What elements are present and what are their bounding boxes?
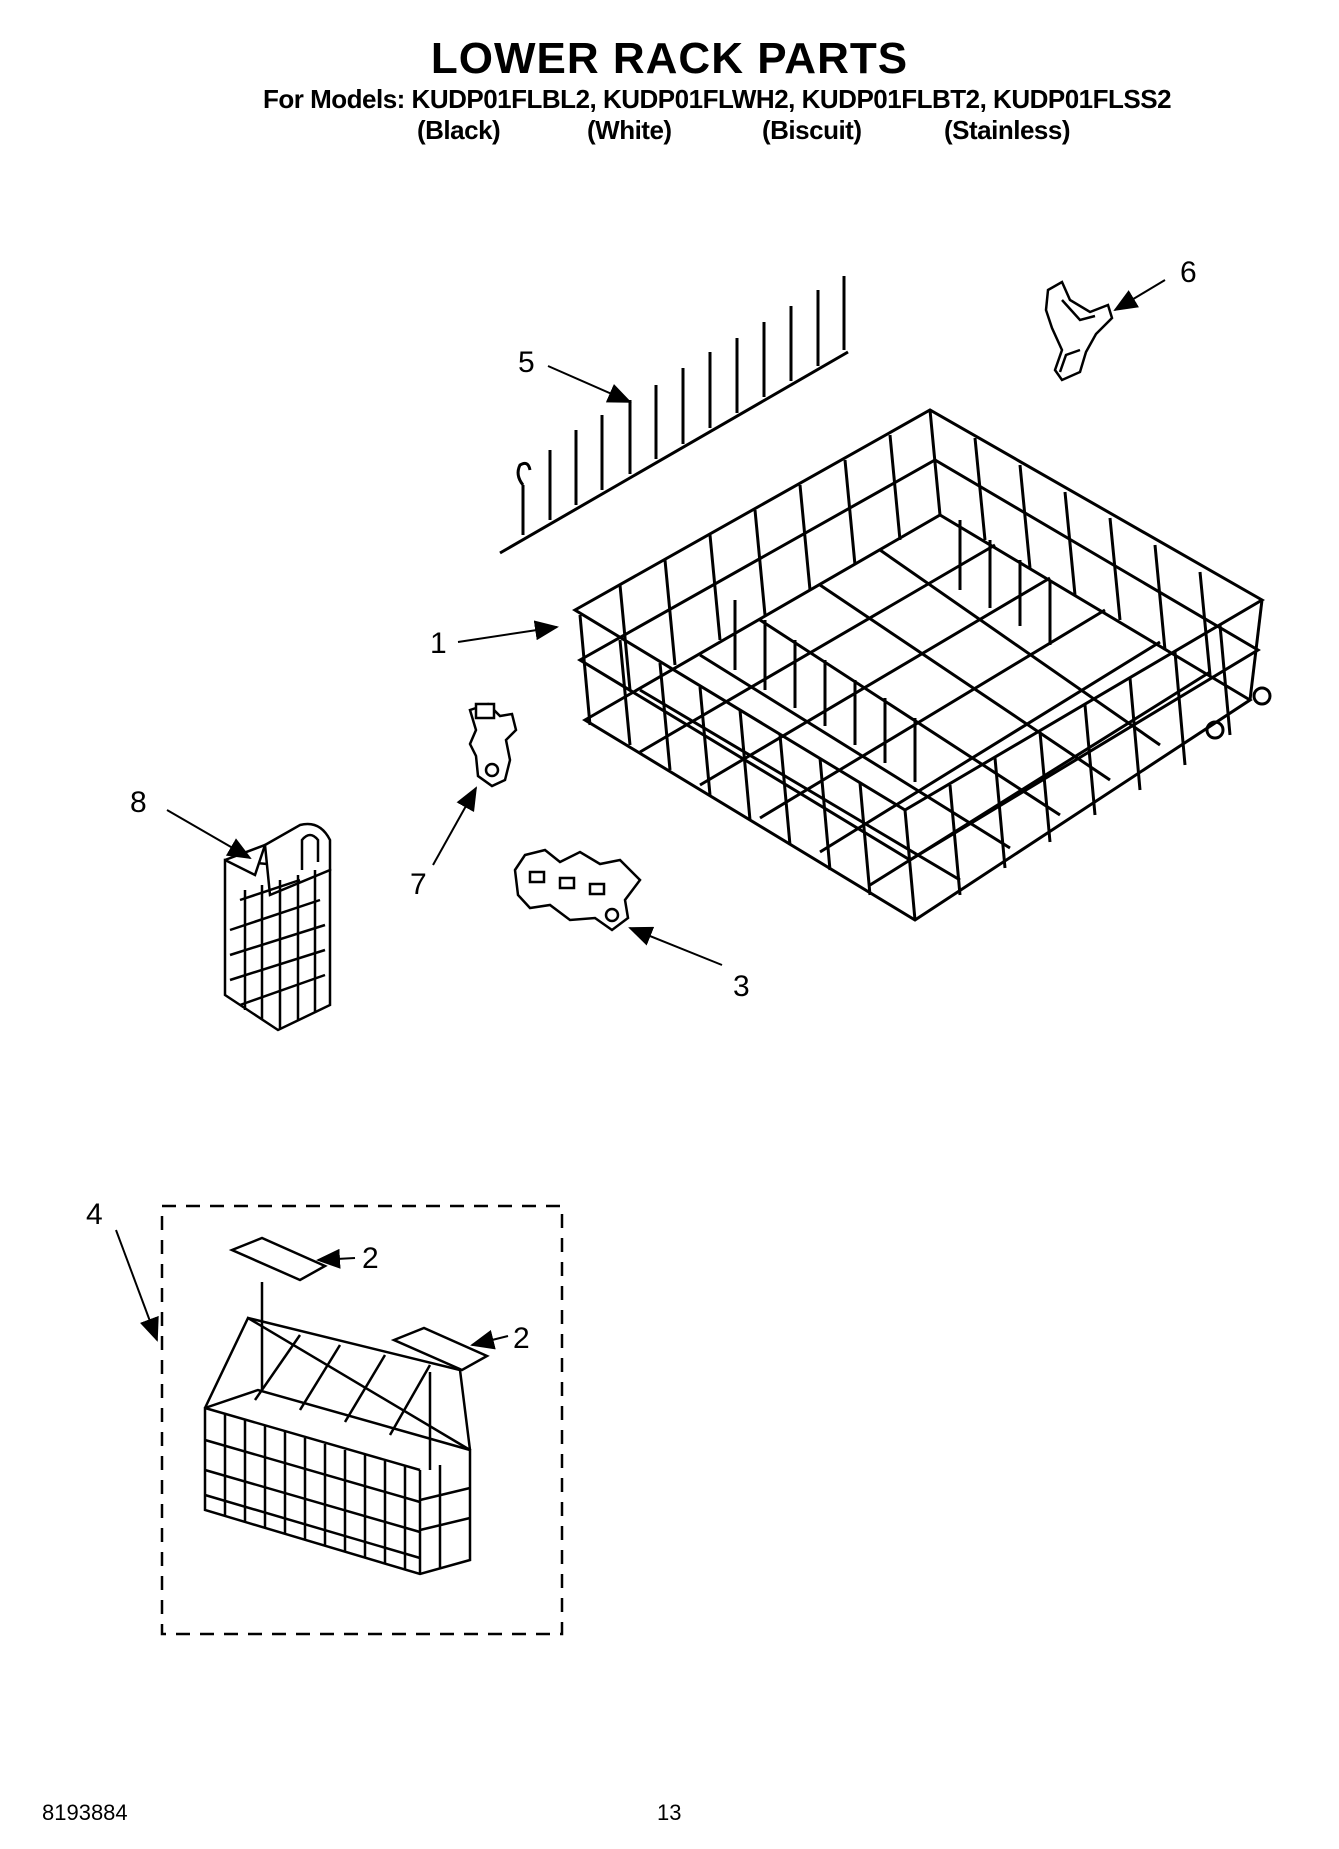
clip-part-6 [1044,280,1114,382]
variant-black: (Black) [417,115,501,145]
variant-white: (White) [587,115,672,145]
variant-biscuit: (Biscuit) [762,115,862,145]
callout-5: 5 [518,346,535,379]
basket-part-4 [160,1204,564,1636]
callout-2b: 2 [513,1322,530,1355]
basket-part-8 [223,822,332,1032]
callout-4: 4 [86,1198,103,1231]
callout-2a: 2 [362,1242,379,1275]
page-number: 13 [657,1800,682,1825]
callout-1: 1 [430,627,447,660]
lower-rack-part-1 [572,408,1272,922]
clip-part-7 [468,702,518,788]
models-line: For Models: KUDP01FLBL2, KUDP01FLWH2, KU… [263,84,1172,114]
callout-6: 6 [1180,256,1197,289]
clip-part-3 [513,848,642,932]
variant-stainless: (Stainless) [944,115,1071,145]
callout-8: 8 [130,786,147,819]
tine-row-part-5 [499,276,849,555]
doc-number: 8193884 [42,1800,128,1825]
callout-arrows [115,279,1166,1350]
callout-3: 3 [733,970,750,1003]
callout-7: 7 [410,868,427,901]
page-title: LOWER RACK PARTS [430,34,909,83]
